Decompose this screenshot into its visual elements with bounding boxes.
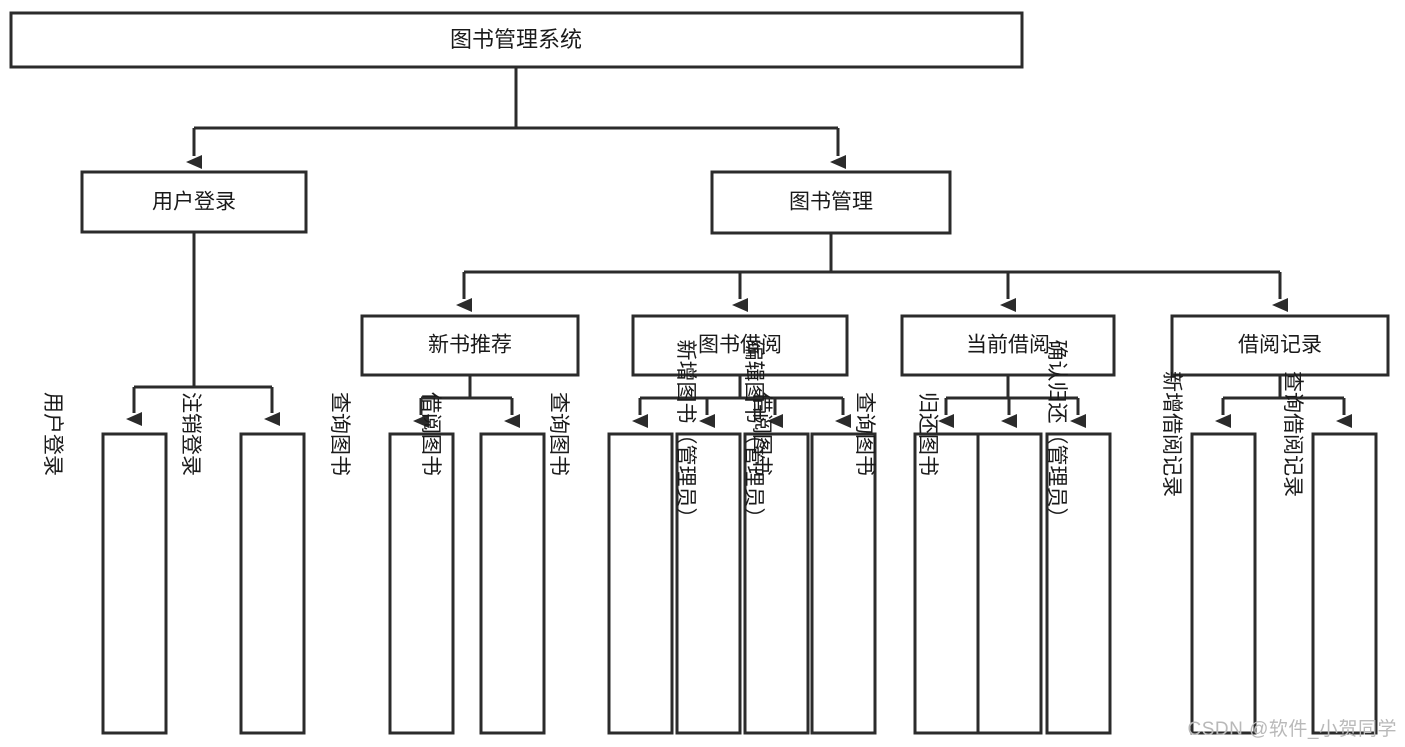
leaf-add-record-box[interactable] bbox=[1190, 432, 1257, 735]
leaf-add-record[interactable]: 新增借阅记录 bbox=[1160, 371, 1257, 735]
leaf-query-record-box[interactable] bbox=[1311, 432, 1378, 735]
leaf-borrow-book-2-label: 借阅图书 bbox=[750, 392, 773, 476]
leaf-return-book-label: 归还图书 bbox=[916, 392, 939, 476]
leaf-add-book-label: 新增图书（管理员） bbox=[674, 340, 697, 529]
node-new-book-recommend-box[interactable] bbox=[360, 314, 580, 377]
node-borrow-record-box[interactable] bbox=[1170, 314, 1390, 377]
leaf-user-login[interactable]: 用户登录 bbox=[41, 392, 168, 735]
leaf-query-book-2-box[interactable] bbox=[607, 432, 674, 735]
leaf-edit-book[interactable]: 编辑图书（管理员） bbox=[742, 340, 810, 735]
leaf-query-book-1-label: 查询图书 bbox=[328, 392, 351, 476]
leaf-borrow-book-1-label: 借阅图书 bbox=[419, 392, 442, 476]
node-user-login-box[interactable] bbox=[80, 170, 308, 234]
csdn-watermark: CSDN @软件_小贺同学 bbox=[1187, 719, 1397, 740]
leaf-query-book-1-box[interactable] bbox=[388, 432, 455, 735]
node-user-login[interactable]: 用户登录 bbox=[80, 170, 308, 234]
node-root-box[interactable] bbox=[9, 11, 1024, 69]
leaf-query-book-3-box[interactable] bbox=[913, 432, 980, 735]
node-book-borrow-box[interactable] bbox=[631, 314, 849, 377]
leaf-confirm-return-label: 确认归还（管理员） bbox=[1045, 340, 1068, 529]
leaf-query-record[interactable]: 查询借阅记录 bbox=[1281, 371, 1378, 735]
node-new-book-recommend-label: 新书推荐 bbox=[428, 334, 512, 357]
leaf-query-book-2[interactable]: 查询图书 bbox=[547, 392, 674, 735]
leaf-user-logout-label: 注销登录 bbox=[179, 392, 202, 476]
node-borrow-record-label: 借阅记录 bbox=[1238, 334, 1322, 357]
leaf-return-book[interactable]: 归还图书 bbox=[916, 392, 1043, 735]
node-book-manage-label: 图书管理 bbox=[789, 191, 873, 214]
leaf-edit-book-label: 编辑图书（管理员） bbox=[742, 340, 765, 529]
node-root-label: 图书管理系统 bbox=[450, 27, 582, 52]
leaf-user-login-label: 用户登录 bbox=[41, 392, 64, 476]
node-current-borrow-label: 当前借阅 bbox=[966, 334, 1050, 357]
leaf-edit-book-box[interactable] bbox=[743, 432, 810, 735]
leaf-confirm-return[interactable]: 确认归还（管理员） bbox=[1045, 340, 1112, 735]
leaf-user-login-box[interactable] bbox=[101, 432, 168, 735]
leaf-query-book-3-label: 查询图书 bbox=[853, 392, 876, 476]
leaf-borrow-book-2-box[interactable] bbox=[810, 432, 877, 735]
leaf-borrow-book-2[interactable]: 借阅图书 bbox=[750, 392, 877, 735]
node-new-book-recommend[interactable]: 新书推荐 bbox=[360, 314, 580, 377]
leaf-user-logout[interactable]: 注销登录 bbox=[179, 392, 306, 735]
leaf-add-book[interactable]: 新增图书（管理员） bbox=[674, 340, 742, 735]
leaf-query-book-1[interactable]: 查询图书 bbox=[328, 392, 455, 735]
node-book-borrow[interactable]: 图书借阅 bbox=[631, 314, 849, 377]
node-current-borrow-box[interactable] bbox=[900, 314, 1116, 377]
leaf-borrow-book-1-box[interactable] bbox=[479, 432, 546, 735]
leaf-query-book-2-label: 查询图书 bbox=[547, 392, 570, 476]
node-book-manage[interactable]: 图书管理 bbox=[710, 170, 952, 235]
leaf-confirm-return-box[interactable] bbox=[1045, 432, 1112, 735]
node-borrow-record[interactable]: 借阅记录 bbox=[1170, 314, 1390, 377]
node-book-borrow-label: 图书借阅 bbox=[698, 334, 782, 357]
node-root[interactable]: 图书管理系统 bbox=[9, 11, 1024, 69]
node-current-borrow[interactable]: 当前借阅 bbox=[900, 314, 1116, 377]
leaf-add-record-label: 新增借阅记录 bbox=[1160, 371, 1183, 497]
node-user-login-label: 用户登录 bbox=[152, 191, 236, 214]
leaf-add-book-box[interactable] bbox=[675, 432, 742, 735]
leaf-user-logout-box[interactable] bbox=[239, 432, 306, 735]
leaf-query-book-3[interactable]: 查询图书 bbox=[853, 392, 980, 735]
leaf-query-record-label: 查询借阅记录 bbox=[1281, 371, 1304, 497]
leaf-return-book-box[interactable] bbox=[976, 432, 1043, 735]
connector-layer bbox=[126, 67, 1352, 428]
node-book-manage-box[interactable] bbox=[710, 170, 952, 235]
leaf-borrow-book-1[interactable]: 借阅图书 bbox=[419, 392, 546, 735]
